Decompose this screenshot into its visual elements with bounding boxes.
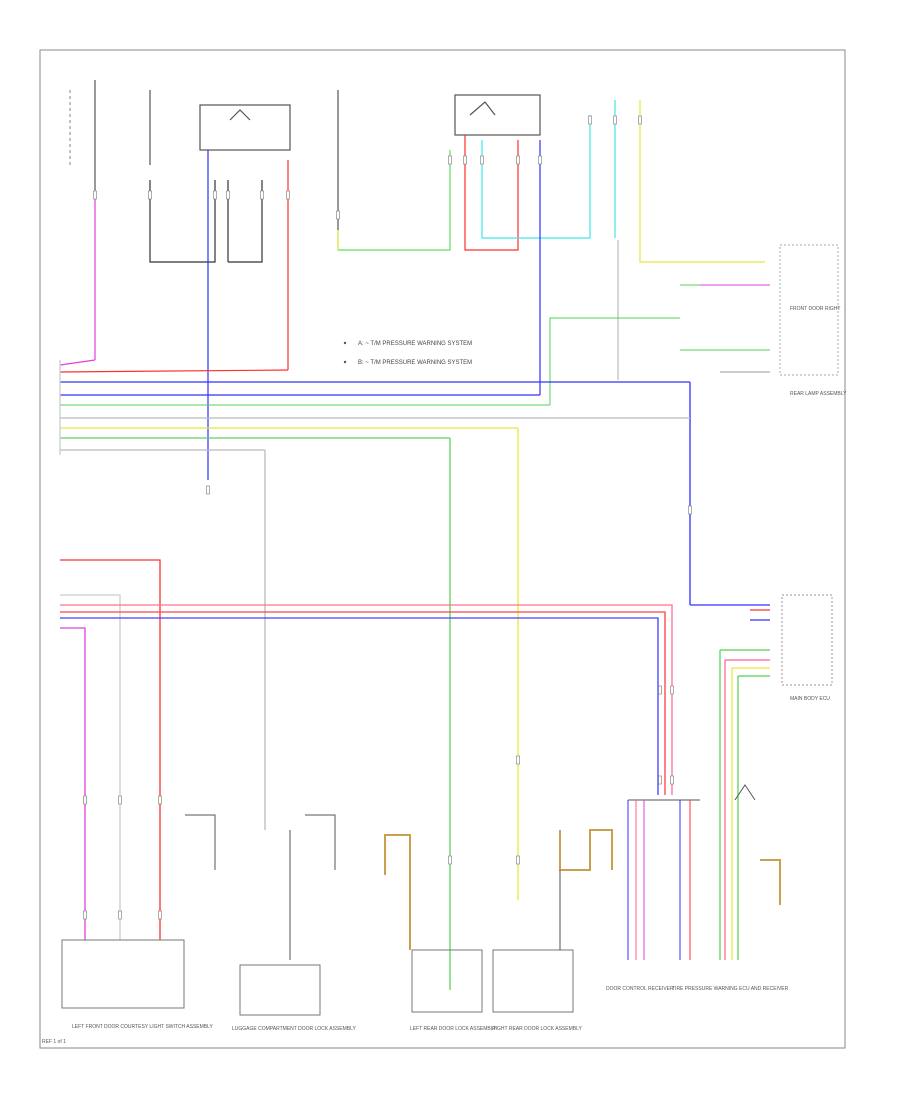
connector-pins (83, 115, 692, 920)
label-right-rear-door: RIGHT REAR DOOR LOCK ASSEMBLY (492, 1026, 583, 1032)
connector-pin (516, 755, 520, 765)
connector-pin (638, 115, 642, 125)
label-left-front-door: LEFT FRONT DOOR COURTESY LIGHT SWITCH AS… (72, 1024, 214, 1030)
label-luggage-door: LUGGAGE COMPARTMENT DOOR LOCK ASSEMBLY (232, 1026, 356, 1032)
label-door-control-receiver: DOOR CONTROL RECEIVER (606, 986, 674, 992)
connector-pin (463, 155, 467, 165)
connector-pin (448, 155, 452, 165)
connector-pin (670, 775, 674, 785)
connector-pin (83, 910, 87, 920)
right-middle-connectors (719, 594, 833, 960)
connector-pin (260, 190, 264, 200)
connector-pin (83, 795, 87, 805)
connector-pin (226, 190, 230, 200)
connector-pin (206, 485, 210, 495)
system-legend: A: ~ T/M PRESSURE WARNING SYSTEM B: ~ T/… (343, 341, 472, 366)
label-front-door-right: FRONT DOOR RIGHT (790, 306, 840, 312)
connector-pin (118, 795, 122, 805)
label-main-body-ecu: MAIN BODY ECU (790, 696, 830, 702)
label-tire-pressure-ecu: TIRE PRESSURE WARNING ECU AND RECEIVER (672, 986, 789, 992)
label-left-rear-door: LEFT REAR DOOR LOCK ASSEMBLY (410, 1026, 497, 1032)
connector-pin (213, 190, 217, 200)
right-top-connectors (60, 244, 839, 406)
legend-item-1: A: ~ T/M PRESSURE WARNING SYSTEM (358, 341, 472, 347)
connector-pin (516, 155, 520, 165)
label-rear-lamp: REAR LAMP ASSEMBLY (790, 391, 847, 397)
connector-pin (286, 190, 290, 200)
connector-pin (670, 685, 674, 695)
diagram-frame (39, 49, 846, 1049)
connector-pin (336, 210, 340, 220)
component-labels: LEFT FRONT DOOR COURTESY LIGHT SWITCH AS… (72, 306, 847, 1032)
connector-pin (93, 190, 97, 200)
connector-pin (516, 855, 520, 865)
connector-pin (118, 910, 122, 920)
connector-pin (148, 190, 152, 200)
bottom-components (61, 784, 781, 1016)
top-fuse-section (59, 80, 765, 480)
legend-item-2: B: ~ T/M PRESSURE WARNING SYSTEM (358, 360, 472, 366)
connector-pin (158, 910, 162, 920)
connector-pin (658, 685, 662, 695)
lower-bus (60, 559, 673, 940)
connector-pin (588, 115, 592, 125)
connector-pin (658, 775, 662, 785)
connector-pin (688, 505, 692, 515)
page-code: REF 1 of 1 (42, 1039, 66, 1045)
connector-pin (448, 855, 452, 865)
connector-pin (480, 155, 484, 165)
middle-bus (59, 360, 770, 990)
connector-pin (613, 115, 617, 125)
connector-pin (538, 155, 542, 165)
connector-pin (158, 795, 162, 805)
